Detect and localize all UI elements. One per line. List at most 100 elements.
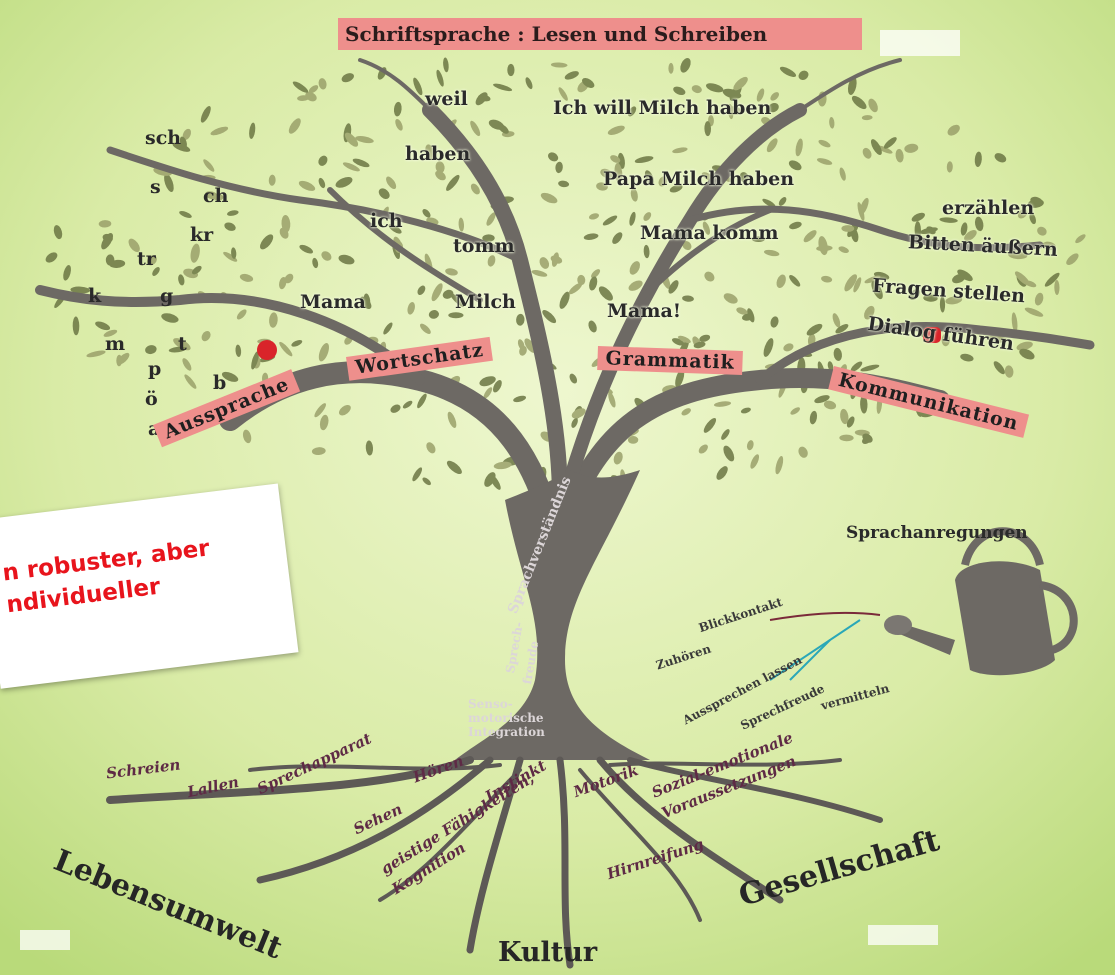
leaf [806,323,823,336]
apple-right [923,327,941,343]
leaf [776,274,786,289]
leaf [681,408,691,416]
leaf [448,312,464,319]
leaf [519,345,527,356]
leaf [172,142,191,152]
leaf [876,145,893,154]
page-title: Schriftsprache : Lesen und Schreiben [345,22,768,46]
leaf [919,227,938,235]
trunk-motorische: motorische [468,711,544,725]
leaf [161,313,179,323]
leaf [281,215,291,233]
leaf [558,180,570,188]
leaf [490,474,501,490]
leaf [608,391,616,408]
leaf [339,404,351,416]
leaf [823,400,837,410]
leaf [201,330,211,342]
leaf [152,267,160,276]
leaf [864,275,881,284]
leaf [613,451,623,465]
leaf [1042,241,1056,251]
sound-t: t [178,333,187,355]
leaf [857,202,865,221]
leaf [612,232,623,244]
leaf [483,387,493,399]
leaf [1044,272,1060,287]
leaf [947,124,960,136]
sentence-3: Mama komm [640,222,779,244]
leaf [883,137,897,149]
leaf [435,161,445,174]
leaf [63,265,71,281]
leaf [516,313,525,326]
leaf [600,168,613,179]
leaf [458,217,465,232]
leaf [235,344,242,357]
leaf [355,136,374,144]
word-milch: Milch [455,291,516,313]
leaf [417,393,427,409]
leaf [798,446,808,458]
leaf [658,176,668,187]
apple-left [257,340,277,360]
leaf [814,395,830,404]
leaf [105,254,115,266]
leaf [86,350,106,358]
leaf [699,334,711,342]
leaf [629,261,640,275]
leaf [190,243,200,263]
leaf [827,361,834,372]
leaf [318,177,326,189]
leaf [923,294,938,302]
leaf [291,340,303,347]
leaf [168,346,187,353]
leaf [864,305,875,320]
leaf [691,85,702,94]
leaf [698,444,708,454]
leaf [239,273,254,282]
leaf [766,138,778,153]
leaf [249,122,256,139]
leaf [447,411,457,429]
leaf [844,274,858,292]
leaf [818,236,828,256]
branch-grammatik: Grammatik [597,346,744,376]
leaf [288,118,301,134]
leaf [853,277,862,293]
leaf [868,98,878,113]
leaf [851,95,867,110]
leaf [417,285,426,296]
leaf [203,159,215,172]
leaf [402,400,413,409]
leaf [835,324,849,334]
leaf [818,139,831,148]
leaf [829,117,835,129]
sound-p: p [148,358,162,380]
leaf [723,445,735,462]
leaf [539,257,550,269]
leaf [721,429,730,440]
leaf [525,77,533,90]
leaf [669,184,683,193]
leaf [789,221,802,230]
leaf [643,212,652,221]
trunk-senso: Senso- [468,697,513,711]
leaf [739,172,749,183]
leaf [436,69,444,87]
water-arrows [769,611,881,681]
leaf [763,338,774,357]
leaf [260,234,274,250]
leaf [284,273,294,284]
leaf [1008,251,1028,260]
leaf [862,433,873,443]
leaf [314,403,326,418]
leaf [413,77,423,96]
leaf [470,183,480,195]
leaf [318,78,327,90]
leaf [53,225,63,240]
leaf [736,307,748,315]
leaf [335,177,353,188]
leaf [643,244,650,259]
leaf [386,176,397,190]
